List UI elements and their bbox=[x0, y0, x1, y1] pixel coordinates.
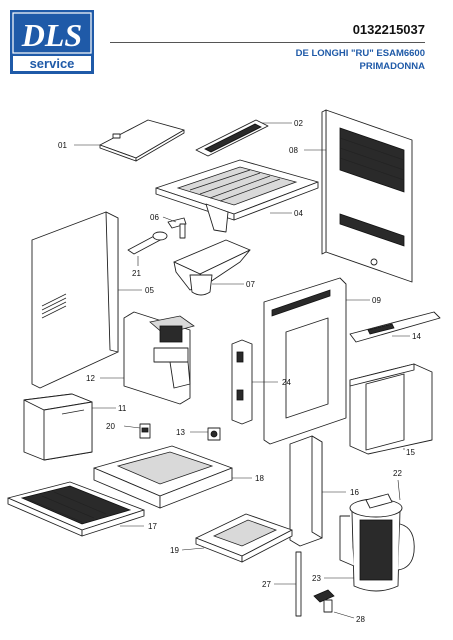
part-18-drip-tray bbox=[93, 445, 252, 509]
logo-top-text: DLS bbox=[21, 17, 82, 53]
part-16-side-trim bbox=[289, 435, 346, 547]
part-12-control-panel bbox=[100, 311, 195, 405]
header-rule bbox=[110, 42, 425, 43]
label-11: 11 bbox=[118, 404, 127, 413]
label-18: 18 bbox=[255, 474, 264, 483]
label-14: 14 bbox=[412, 332, 421, 341]
label-01: 01 bbox=[58, 141, 67, 150]
part-09-front-panel bbox=[263, 277, 370, 445]
model-line-1: DE LONGHI "RU" ESAM6600 bbox=[295, 48, 425, 59]
label-28: 28 bbox=[356, 615, 365, 624]
part-21-measuring-scoop bbox=[127, 231, 168, 266]
part-02-grid-cover bbox=[195, 119, 292, 157]
label-19: 19 bbox=[170, 546, 179, 555]
model-title: DE LONGHI "RU" ESAM6600 PRIMADONNA bbox=[296, 47, 425, 73]
label-08: 08 bbox=[289, 146, 298, 155]
part-13-knob bbox=[190, 427, 221, 441]
label-13: 13 bbox=[176, 428, 185, 437]
part-28-connector bbox=[313, 589, 355, 619]
label-24: 24 bbox=[282, 378, 291, 387]
label-12: 12 bbox=[86, 374, 95, 383]
logo-bottom-text: service bbox=[30, 56, 75, 71]
label-07: 07 bbox=[246, 280, 255, 289]
label-15: 15 bbox=[406, 448, 415, 457]
part-08-rear-panel bbox=[304, 109, 413, 283]
label-27: 27 bbox=[262, 580, 271, 589]
part-27-tube bbox=[274, 551, 302, 617]
part-01-lid bbox=[74, 119, 185, 162]
part-15-water-tank bbox=[349, 363, 433, 455]
label-05: 05 bbox=[145, 286, 154, 295]
label-04: 04 bbox=[294, 209, 303, 218]
part-number: 0132215037 bbox=[352, 22, 425, 37]
part-05-left-panel bbox=[31, 211, 142, 389]
part-11-grounds-container bbox=[23, 393, 116, 461]
label-22: 22 bbox=[393, 469, 402, 478]
label-02: 02 bbox=[294, 119, 303, 128]
label-17: 17 bbox=[148, 522, 157, 531]
label-20: 20 bbox=[106, 422, 115, 431]
label-23: 23 bbox=[312, 574, 321, 583]
part-06-pin bbox=[162, 216, 187, 239]
part-24-bracket bbox=[231, 339, 278, 425]
part-17-drip-grid bbox=[7, 481, 145, 537]
dls-service-logo: DLS service bbox=[10, 10, 94, 74]
part-07-coffee-funnel bbox=[173, 239, 251, 296]
label-06: 06 bbox=[150, 213, 159, 222]
model-line-2: PRIMADONNA bbox=[359, 61, 425, 72]
part-22-23-milk-carafe bbox=[324, 479, 415, 592]
label-16: 16 bbox=[350, 488, 359, 497]
part-20-clip bbox=[123, 423, 151, 439]
label-21: 21 bbox=[132, 269, 141, 278]
part-14-spout-cover bbox=[349, 311, 441, 343]
label-09: 09 bbox=[372, 296, 381, 305]
part-19-tray-frame bbox=[181, 513, 293, 563]
part-04-top-frame bbox=[155, 159, 319, 233]
